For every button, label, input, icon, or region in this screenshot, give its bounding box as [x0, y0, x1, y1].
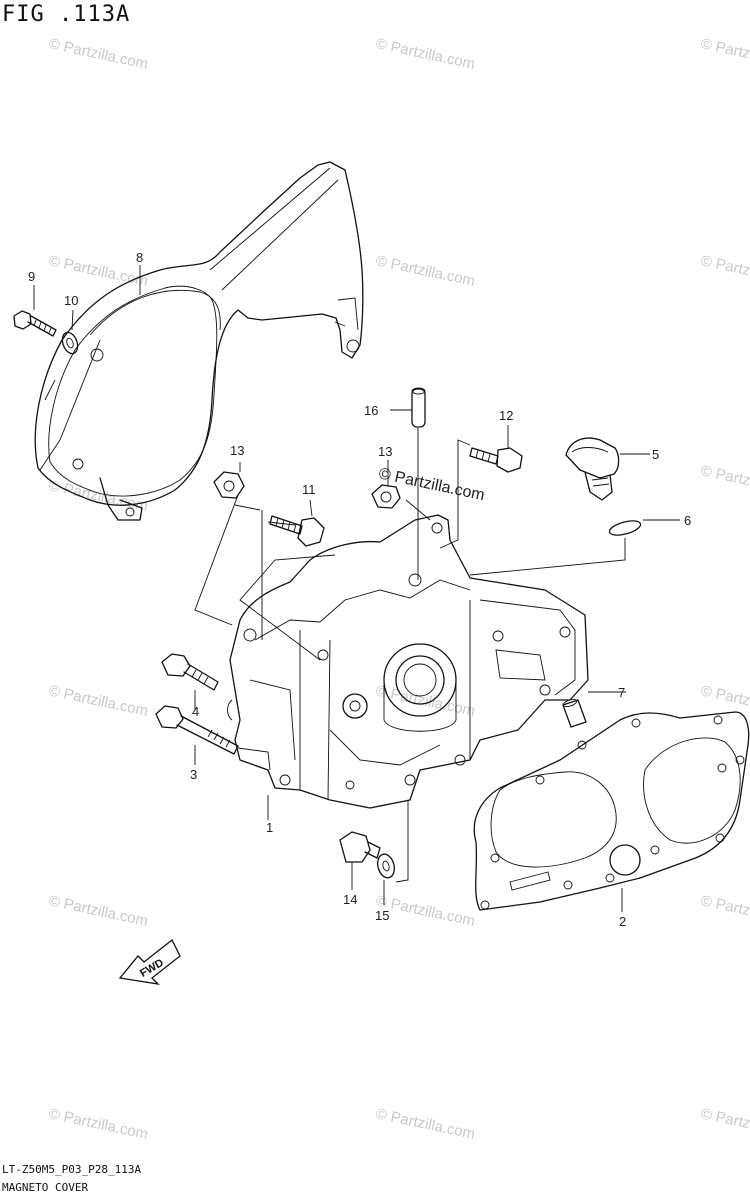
part-13-washer-right: [371, 484, 401, 509]
watermark: © Partzilla.com: [47, 477, 149, 515]
watermark: © Partzilla.com: [699, 35, 750, 73]
watermark: © Partzilla.com: [374, 892, 476, 930]
callout-15: 15: [375, 908, 389, 923]
fwd-arrow: FWD: [118, 938, 181, 985]
part-7-dowel: [562, 698, 587, 728]
watermark: © Partzilla.com: [699, 252, 750, 290]
callout-9: 9: [28, 269, 35, 284]
part-1-crankcase: [227, 514, 589, 809]
callout-16: 16: [364, 403, 378, 418]
callout-11: 11: [302, 482, 316, 497]
callout-14: 14: [343, 892, 357, 907]
watermark: © Partzilla.com: [699, 462, 750, 500]
watermark: © Partzilla.com: [699, 892, 750, 930]
watermark: © Partzilla.com: [699, 1105, 750, 1143]
callout-13-left: 13: [230, 443, 244, 458]
callout-10: 10: [64, 293, 78, 308]
part-2-gasket: [473, 711, 750, 911]
callout-4: 4: [192, 704, 199, 719]
part-8-magneto-cover: [34, 161, 364, 521]
part-14-bolt: [339, 831, 381, 863]
part-6-o-ring: [608, 520, 642, 536]
callout-12: 12: [499, 408, 513, 423]
part-3-bolt: [155, 705, 239, 755]
watermark: © Partzilla.com: [374, 252, 476, 290]
watermark-center: © Partzilla.com: [377, 465, 486, 504]
watermark: © Partzilla.com: [374, 1105, 476, 1143]
callout-2: 2: [619, 914, 626, 929]
assembly-lines: [33, 265, 680, 912]
callout-5: 5: [652, 447, 659, 462]
part-12-bolt: [469, 447, 523, 473]
watermark: © Partzilla.com: [47, 252, 149, 290]
part-5-filler-cap: [565, 437, 620, 501]
watermark: © Partzilla.com: [374, 35, 476, 73]
part-16-dowel-pin: [411, 387, 426, 428]
callout-labels: 1 2 3 4 5 6 7 8 9 10 11 12 13 13 14 15 1…: [28, 250, 691, 929]
section-name: MAGNETO COVER: [2, 1181, 89, 1194]
part-4-bolt: [161, 653, 219, 691]
part-10-washer: [61, 331, 79, 355]
callout-1: 1: [266, 820, 273, 835]
callout-3: 3: [190, 767, 197, 782]
watermark: © Partzilla.com: [47, 1105, 149, 1143]
part-13-washer-left: [213, 471, 245, 499]
callout-13-right: 13: [378, 444, 392, 459]
part-15-washer: [377, 853, 395, 879]
drawing-code: LT-Z50M5_P03_P28_113A: [2, 1163, 142, 1176]
callout-8: 8: [136, 250, 143, 265]
watermark: © Partzilla.com: [47, 682, 149, 720]
part-11-bolt: [269, 515, 325, 547]
watermark: © Partzilla.com: [374, 682, 476, 720]
watermark: © Partzilla.com: [47, 892, 149, 930]
figure-title: FIG .113A: [2, 2, 131, 27]
callout-6: 6: [684, 513, 691, 528]
watermark: © Partzilla.com: [47, 35, 149, 73]
part-9-bolt: [13, 310, 57, 337]
callout-7: 7: [618, 685, 625, 700]
